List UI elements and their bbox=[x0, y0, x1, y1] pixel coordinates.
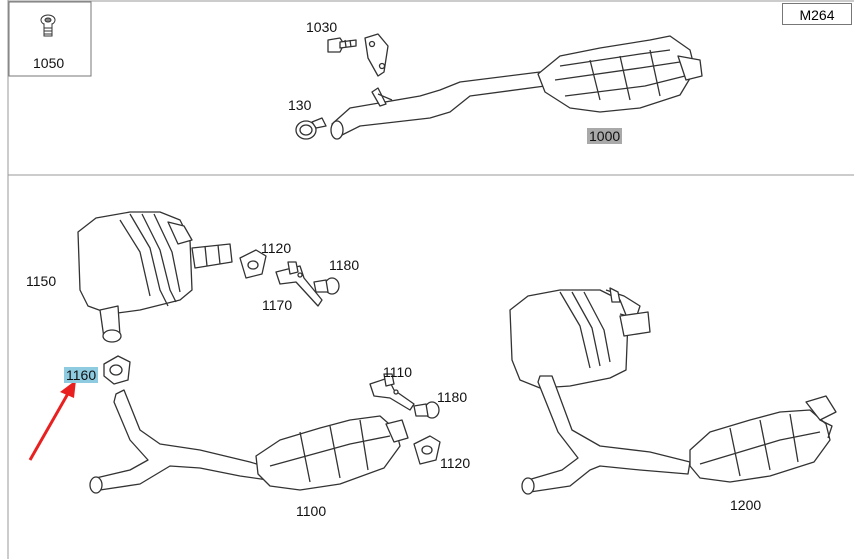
model-code-box: M264 bbox=[782, 3, 852, 25]
callout-1030: 1030 bbox=[306, 19, 338, 35]
callout-1200: 1200 bbox=[730, 497, 762, 513]
callout-1120-mid: 1120 bbox=[440, 455, 471, 471]
front-pipe-drawing bbox=[295, 33, 703, 140]
callout-1110: 1110 bbox=[383, 364, 413, 380]
callout-130: 130 bbox=[288, 97, 312, 113]
callout-1180-top: 1180 bbox=[329, 257, 360, 273]
frame-lines bbox=[7, 0, 854, 559]
callout-1150: 1150 bbox=[26, 273, 57, 289]
callout-1050: 1050 bbox=[33, 55, 65, 71]
exhaust-system-1200-drawing bbox=[509, 287, 837, 495]
callout-1100: 1100 bbox=[296, 503, 327, 519]
screw-icon bbox=[40, 14, 56, 37]
callout-1120-top: 1120 bbox=[261, 240, 292, 256]
callout-1000-highlighted[interactable]: 1000 bbox=[587, 128, 623, 144]
exhaust-system-1100-drawing bbox=[77, 211, 441, 494]
inset-box-1050 bbox=[8, 1, 92, 77]
pointer-arrow-icon bbox=[28, 380, 76, 461]
callout-1170: 1170 bbox=[262, 297, 293, 313]
callout-1160-highlighted[interactable]: 1160 bbox=[64, 367, 99, 383]
callout-1180-mid: 1180 bbox=[437, 389, 468, 405]
